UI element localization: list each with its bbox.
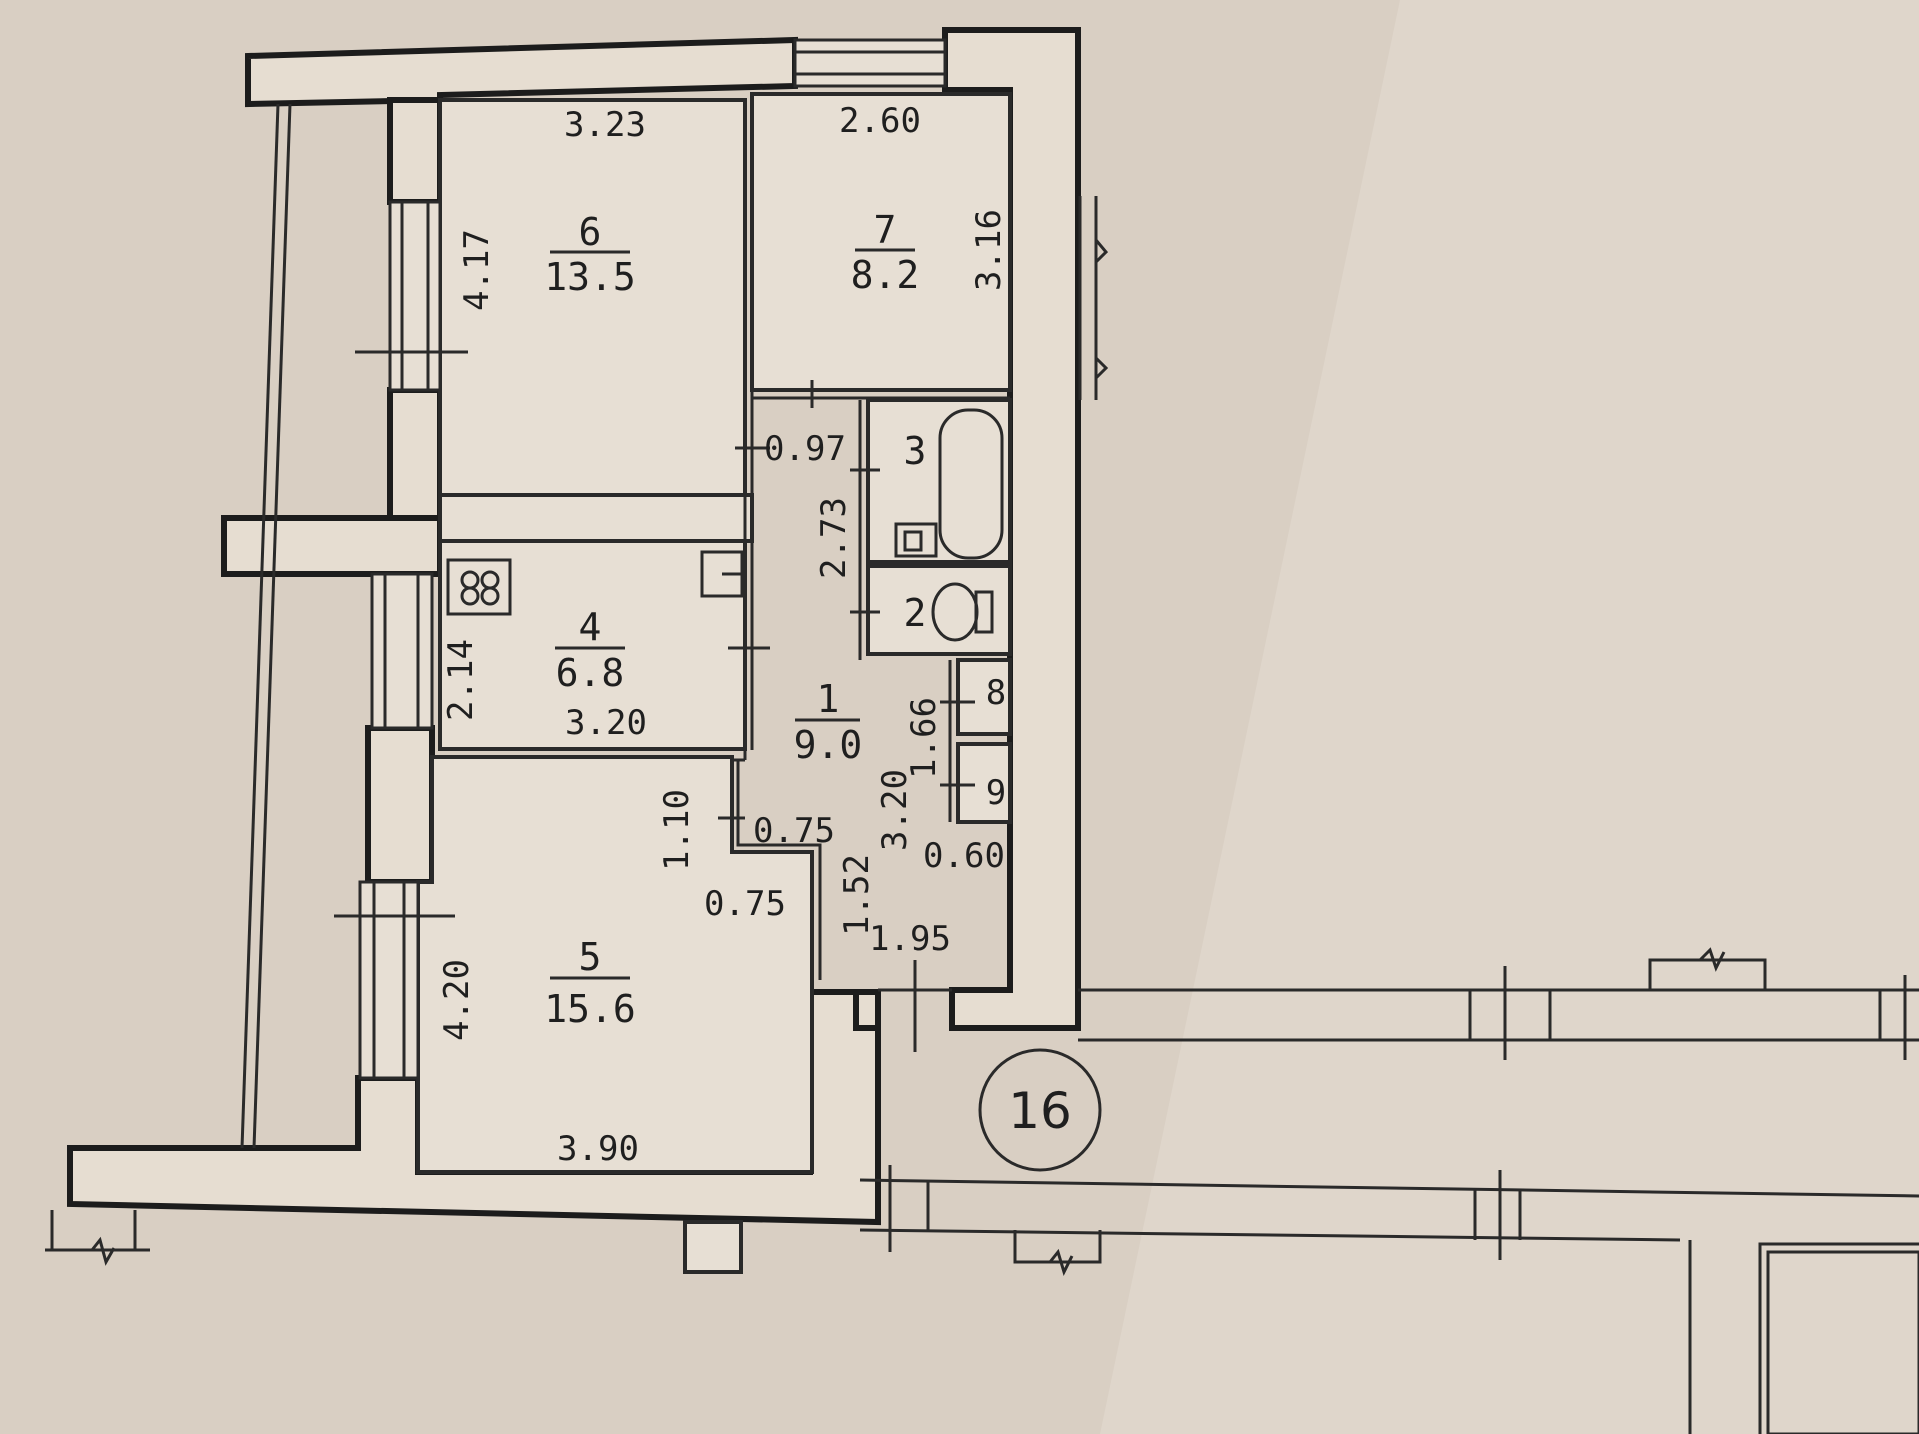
room-6-number: 6 xyxy=(579,210,602,254)
pier-1 xyxy=(387,97,443,205)
fixtures xyxy=(446,408,1004,642)
dim-1-10: 1.10 xyxy=(657,789,697,871)
dim-1-95: 1.95 xyxy=(869,919,951,959)
dim-0-60: 0.60 xyxy=(923,836,1005,876)
room-9-outline xyxy=(956,742,1012,824)
dim-4-20: 4.20 xyxy=(437,959,477,1041)
room-7-outline xyxy=(750,92,1012,392)
window-room-6 xyxy=(388,200,442,392)
room-8-outline xyxy=(956,658,1012,736)
room-4-number: 4 xyxy=(579,605,602,649)
room-2-number: 2 xyxy=(904,591,927,635)
dim-3-20-hall: 3.20 xyxy=(875,769,915,851)
room-4-area: 6.8 xyxy=(556,651,625,695)
room-5-outline xyxy=(416,755,814,1174)
partition-6-4 xyxy=(438,493,754,543)
dimension-ticks xyxy=(718,380,975,820)
axis-marker-label: 16 xyxy=(1008,1082,1072,1140)
balcony xyxy=(240,103,292,1149)
room-5-area: 15.6 xyxy=(544,987,636,1031)
bathtub-icon xyxy=(938,408,1004,560)
dim-1-52: 1.52 xyxy=(837,854,877,936)
window-room-5 xyxy=(358,880,420,1080)
room-3-number: 3 xyxy=(904,429,927,473)
room-labels: 6 13.5 7 8.2 4 6.8 5 15.6 1 9.0 3 2 8 9 xyxy=(544,208,1006,1031)
dim-3-20-kitchen: 3.20 xyxy=(565,703,647,743)
room-5-number: 5 xyxy=(579,935,602,979)
dim-3-90: 3.90 xyxy=(557,1129,639,1169)
room-8-number: 8 xyxy=(986,673,1006,713)
dim-2-60: 2.60 xyxy=(839,101,921,141)
axis-marker: 16 xyxy=(978,1048,1102,1172)
window-room-4 xyxy=(370,572,434,730)
room-2-outline xyxy=(866,564,1012,656)
room-4-outline xyxy=(438,539,747,751)
dimension-labels: 3.23 2.60 4.17 3.16 0.97 2.73 2.14 3.20 … xyxy=(437,101,1009,1169)
paper-light-zone xyxy=(1100,0,1919,1434)
room-7-number: 7 xyxy=(874,208,897,252)
windows xyxy=(334,38,1109,1080)
balcony-beam xyxy=(221,515,443,577)
dim-0-97: 0.97 xyxy=(764,429,846,469)
dim-1-66: 1.66 xyxy=(904,697,944,779)
neighbour-walls xyxy=(45,947,1919,1434)
room-9-number: 9 xyxy=(986,773,1006,813)
dim-0-75-a: 0.75 xyxy=(753,811,835,851)
room-6-area: 13.5 xyxy=(544,255,636,299)
partitions xyxy=(416,92,1012,1174)
dim-3-23: 3.23 xyxy=(564,105,646,145)
stove-icon xyxy=(446,558,512,616)
pier-3 xyxy=(365,725,435,885)
axis-circle xyxy=(978,1048,1102,1172)
dim-3-16: 3.16 xyxy=(969,209,1009,291)
dim-0-75-b: 0.75 xyxy=(704,884,786,924)
room-1-area: 9.0 xyxy=(794,723,863,767)
dim-4-17: 4.17 xyxy=(457,229,497,311)
window-room-7 xyxy=(793,38,947,88)
dim-2-14: 2.14 xyxy=(441,639,481,721)
dim-2-73: 2.73 xyxy=(814,497,854,579)
pier-2 xyxy=(387,387,443,523)
room-1-number: 1 xyxy=(817,677,840,721)
room-6-outline xyxy=(438,98,747,497)
room-7-area: 8.2 xyxy=(851,253,920,297)
